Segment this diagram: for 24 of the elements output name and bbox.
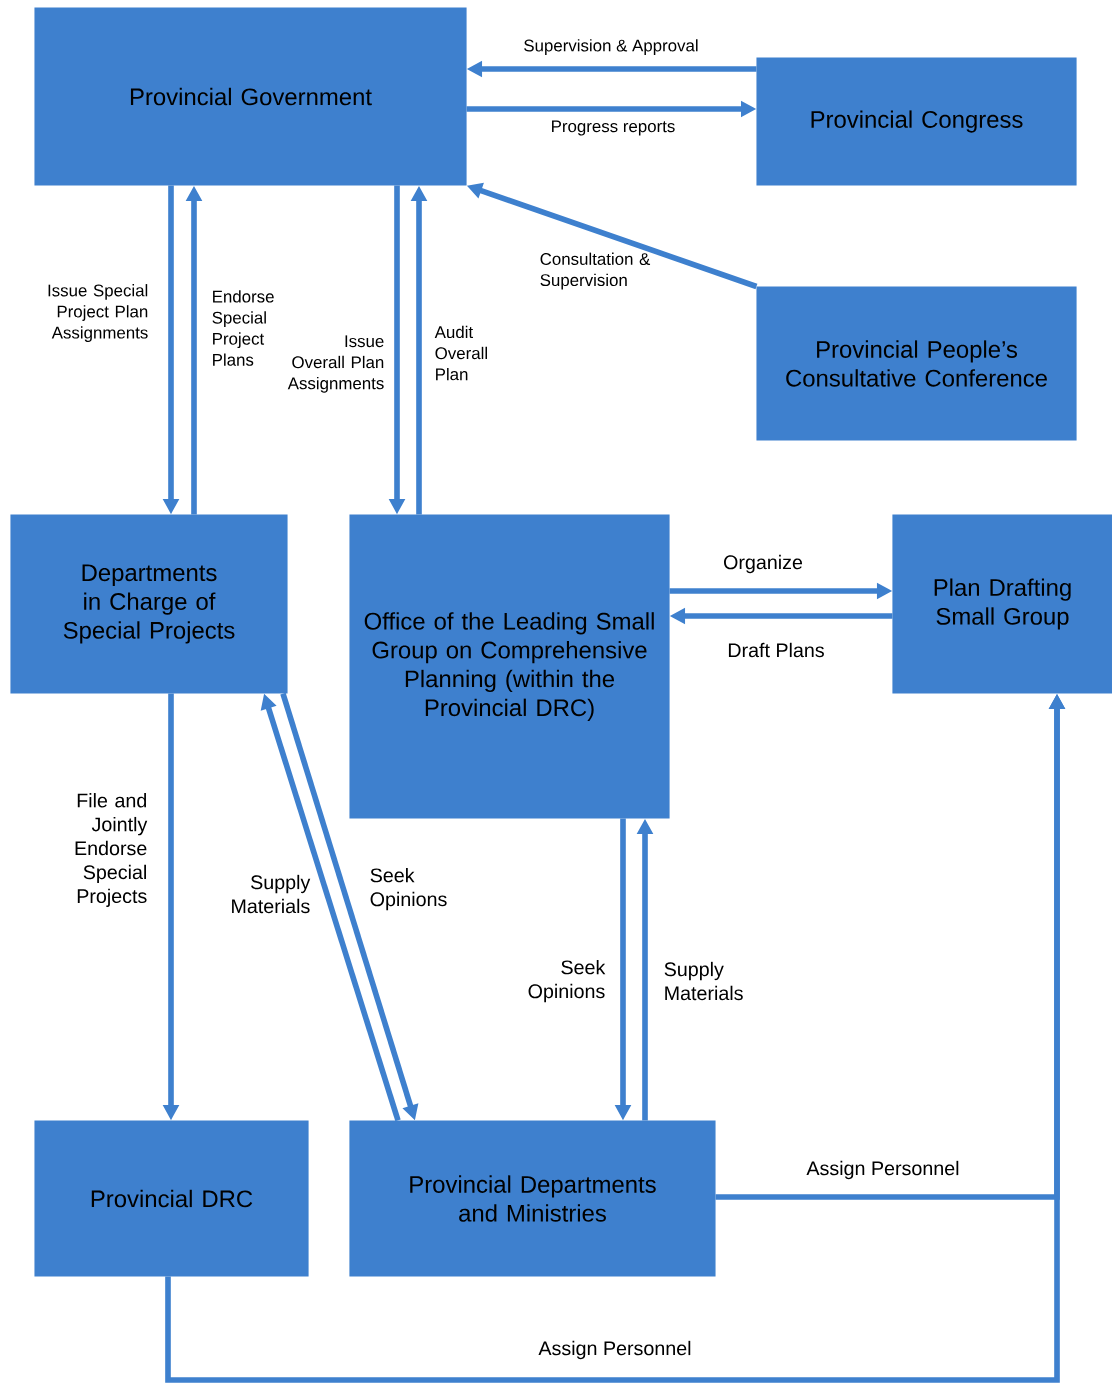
edge-label: File and Jointly Endorse Special Projects [75,793,148,907]
process-box: Provincial Government [34,7,467,186]
process-box: Provincial Congress [756,57,1077,186]
process-box: Provincial DRC [34,1120,309,1277]
process-box: Provincial People’s Consultative Conference [756,286,1077,441]
edge-label: Draft Plans [728,642,824,658]
edge-label: Issue Special Project Plan Assignments [48,284,148,342]
process-box: Departments in Charge of Special Projects [10,514,288,694]
process-box: Provincial Departments and Ministries [349,1120,716,1277]
edge-label: Assign Personnel [538,1340,691,1360]
edge-label: Seek Opinions [528,959,606,1003]
edge-label: Supply Materials [232,874,311,914]
edge-label: Consultation & Supervision [540,252,651,290]
process-box: Plan Drafting Small Group [892,514,1112,694]
edge-label: Supervision & Approval [524,39,698,55]
edge-label: Endorse Special Project Plans [212,290,274,366]
process-box: Office of the Leading Small Group on Comprehensive Planning (within the Provincial DRC) [349,514,670,819]
edge-label: Audit Overall Plan [434,325,487,381]
edge-label: Seek Opinions [370,867,447,911]
edge-label: Issue Overall Plan Assignments [287,335,384,393]
edge-label: Supply Materials [664,961,743,1001]
edge-label: Assign Personnel [806,1160,959,1180]
edge-label: Organize [724,554,803,574]
edge-label: Progress reports [552,120,675,136]
